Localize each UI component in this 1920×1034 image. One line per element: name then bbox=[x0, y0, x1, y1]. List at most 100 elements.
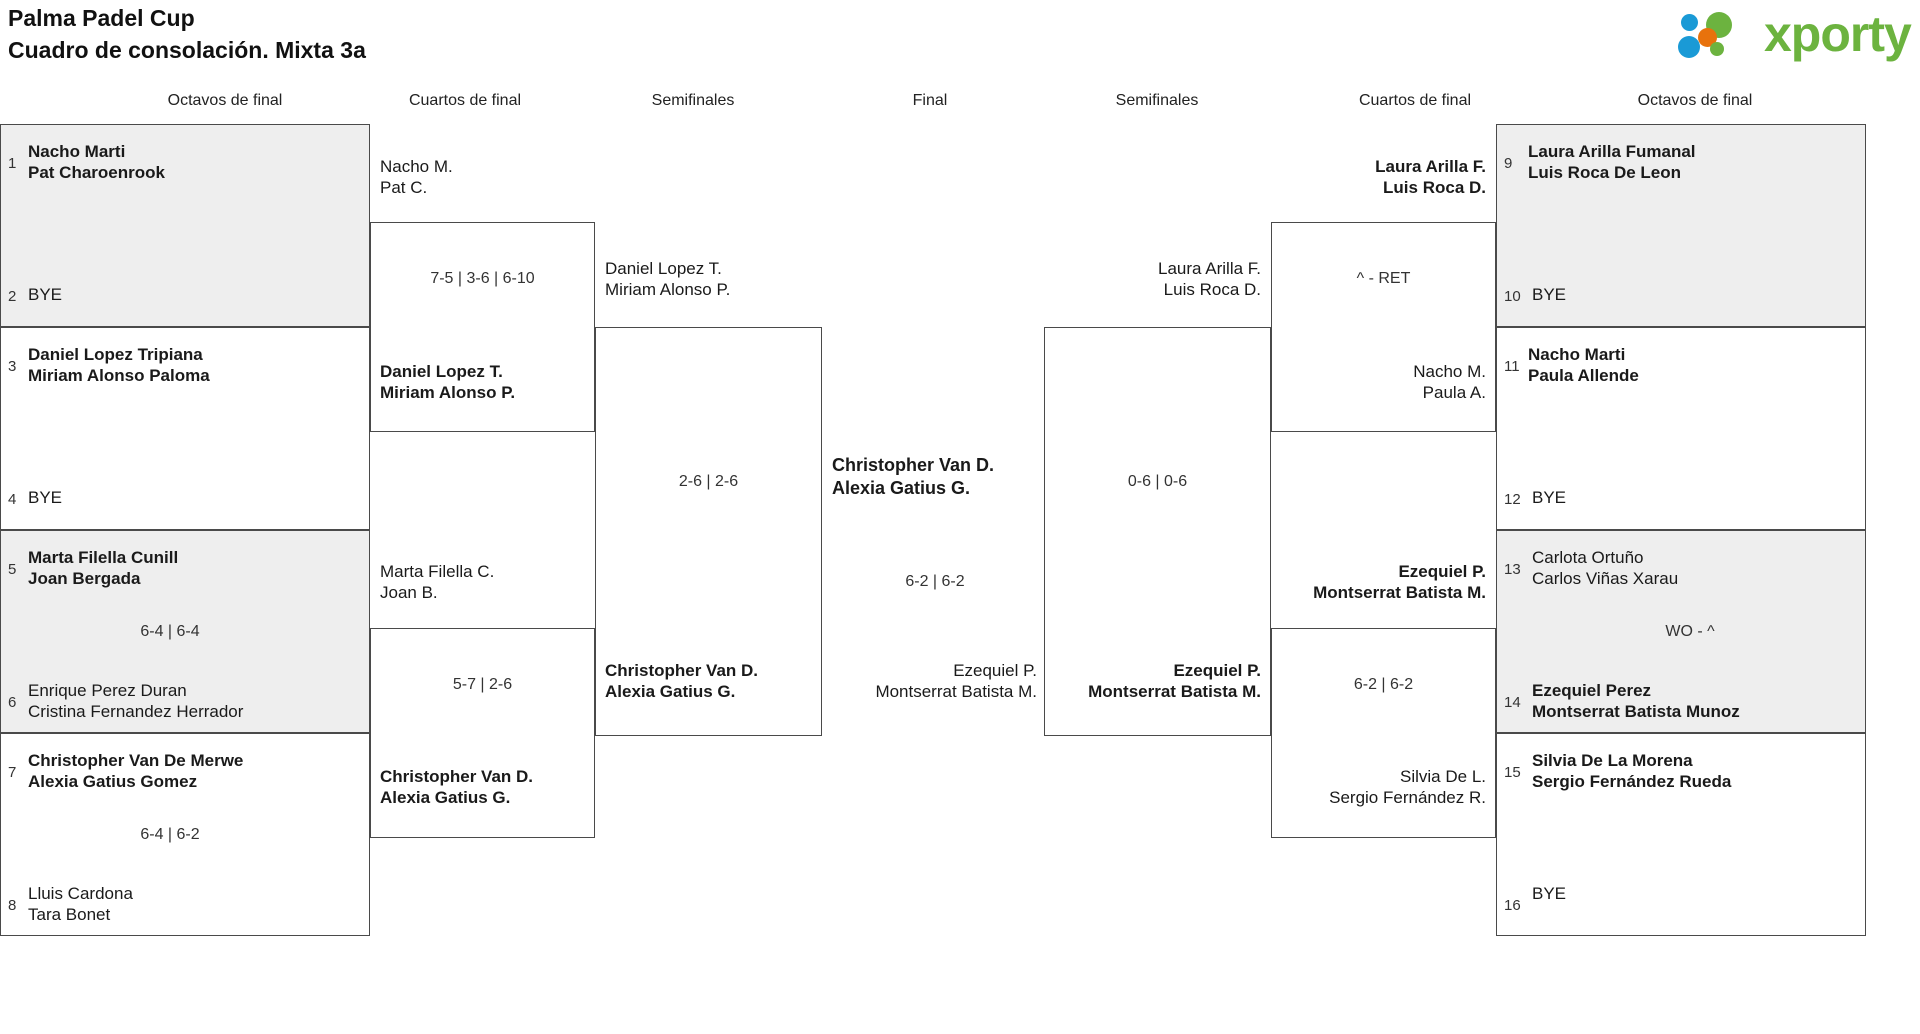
round-header-left-qf: Cuartos de final bbox=[408, 92, 522, 109]
match-4-score: 6-4 | 6-2 bbox=[140, 826, 200, 843]
team-2-line1: BYE bbox=[28, 285, 63, 304]
qf-right-2-top-line2: Montserrat Batista M. bbox=[1313, 583, 1486, 602]
qf-left-2-top-line1: Marta Filella C. bbox=[380, 562, 495, 581]
team-5-line2: Joan Bergada bbox=[28, 569, 141, 588]
match-box-qf-left-2[interactable] bbox=[370, 628, 595, 838]
qf-right-1-top-line1: Laura Arilla F. bbox=[1375, 157, 1486, 176]
team-13-line1: Carlota Ortuño bbox=[1532, 548, 1644, 567]
match-box-1[interactable] bbox=[0, 124, 370, 327]
seed-number-9: 9 bbox=[1504, 155, 1513, 172]
round-header-right-r16: Octavos de final bbox=[1637, 92, 1753, 109]
team-1-line1: Nacho Marti bbox=[28, 142, 126, 161]
team-16-line1: BYE bbox=[1532, 884, 1567, 903]
match-box-qf-right-2[interactable] bbox=[1271, 628, 1496, 838]
final-runnerup-line1: Ezequiel P. bbox=[953, 661, 1037, 680]
match-13-score: WO - ^ bbox=[1665, 623, 1715, 640]
xporty-logo[interactable]: xporty bbox=[1678, 6, 1912, 62]
logo-wordmark: xporty bbox=[1764, 6, 1912, 62]
match-box-qf-left-1[interactable] bbox=[370, 222, 595, 432]
page-title: Palma Padel Cup Cuadro de consolación. M… bbox=[8, 2, 366, 66]
seed-number-2: 2 bbox=[8, 288, 17, 305]
qf-left-1-bot-line1: Daniel Lopez T. bbox=[380, 362, 503, 381]
final-runnerup-line2: Montserrat Batista M. bbox=[875, 682, 1037, 701]
qf-left-2-top-line2: Joan B. bbox=[380, 583, 438, 602]
seed-number-10: 10 bbox=[1504, 288, 1521, 305]
team-15-line2: Sergio Fernández Rueda bbox=[1532, 772, 1732, 791]
qf-right-2-bot-line2: Sergio Fernández R. bbox=[1329, 788, 1486, 807]
qf-right-2-score: 6-2 | 6-2 bbox=[1353, 676, 1414, 693]
team-8-line2: Tara Bonet bbox=[28, 905, 111, 924]
qf-left-1-top-line2: Pat C. bbox=[380, 178, 428, 197]
seed-number-6: 6 bbox=[8, 694, 17, 711]
sf-right-bot-line2: Montserrat Batista M. bbox=[1088, 682, 1261, 701]
sf-left-bot-line1: Christopher Van D. bbox=[605, 661, 759, 680]
sf-right-score: 0-6 | 0-6 bbox=[1127, 473, 1188, 490]
champion-line1: Christopher Van D. bbox=[832, 455, 995, 475]
sf-right-top-line2: Luis Roca D. bbox=[1163, 280, 1261, 299]
match-box-15[interactable] bbox=[1496, 733, 1866, 936]
team-10-line1: BYE bbox=[1532, 285, 1567, 304]
team-7-line1: Christopher Van De Merwe bbox=[28, 751, 244, 770]
qf-left-1-bot-line2: Miriam Alonso P. bbox=[380, 383, 516, 402]
seed-number-14: 14 bbox=[1504, 694, 1521, 711]
qf-right-1-bot-line2: Paula A. bbox=[1422, 383, 1486, 402]
seed-number-11: 11 bbox=[1504, 358, 1520, 375]
team-7-line2: Alexia Gatius Gomez bbox=[28, 772, 198, 791]
sf-left-score: 2-6 | 2-6 bbox=[678, 473, 739, 490]
match-box-2[interactable] bbox=[0, 327, 370, 530]
round-header-right-sf: Semifinales bbox=[1115, 92, 1199, 109]
qf-left-2-bot-line2: Alexia Gatius G. bbox=[380, 788, 511, 807]
team-6-line2: Cristina Fernandez Herrador bbox=[28, 702, 244, 721]
sf-right-top-line1: Laura Arilla F. bbox=[1158, 259, 1261, 278]
final-score: 6-2 | 6-2 bbox=[905, 573, 965, 590]
team-11-line1: Nacho Marti bbox=[1528, 345, 1626, 364]
team-8-line1: Lluis Cardona bbox=[28, 884, 133, 903]
qf-left-2-bot-line1: Christopher Van D. bbox=[380, 767, 534, 786]
seed-number-4: 4 bbox=[8, 491, 17, 508]
sf-left-bot-line2: Alexia Gatius G. bbox=[605, 682, 736, 701]
team-6-line1: Enrique Perez Duran bbox=[28, 681, 187, 700]
match-box-sf-left[interactable] bbox=[595, 327, 822, 736]
team-3-line2: Miriam Alonso Paloma bbox=[28, 366, 210, 385]
round-header-final: Final bbox=[912, 92, 948, 109]
team-9-line2: Luis Roca De Leon bbox=[1528, 163, 1682, 182]
team-11-line2: Paula Allende bbox=[1528, 366, 1639, 385]
champion-line2: Alexia Gatius G. bbox=[832, 478, 971, 498]
seed-number-8: 8 bbox=[8, 897, 17, 914]
qf-left-1-top-line1: Nacho M. bbox=[380, 157, 453, 176]
team-4-line1: BYE bbox=[28, 488, 63, 507]
qf-left-2-score: 5-7 | 2-6 bbox=[452, 676, 513, 693]
round-header-left-r16: Octavos de final bbox=[167, 92, 283, 109]
tournament-name: Palma Padel Cup bbox=[8, 5, 195, 31]
seed-number-12: 12 bbox=[1504, 491, 1521, 508]
qf-right-1-bot-line1: Nacho M. bbox=[1413, 362, 1486, 381]
sf-left-top-line1: Daniel Lopez T. bbox=[605, 259, 722, 278]
team-14-line1: Ezequiel Perez bbox=[1532, 681, 1652, 700]
match-box-9[interactable] bbox=[1496, 124, 1866, 327]
match-box-13[interactable] bbox=[1496, 530, 1866, 733]
seed-number-3: 3 bbox=[8, 358, 17, 375]
team-3-line1: Daniel Lopez Tripiana bbox=[28, 345, 203, 364]
team-5-line1: Marta Filella Cunill bbox=[28, 548, 179, 567]
qf-left-1-score: 7-5 | 3-6 | 6-10 bbox=[430, 270, 535, 287]
match-box-3[interactable] bbox=[0, 530, 370, 733]
team-12-line1: BYE bbox=[1532, 488, 1567, 507]
seed-number-16: 16 bbox=[1504, 897, 1521, 914]
match-box-qf-right-1[interactable] bbox=[1271, 222, 1496, 432]
logo-dots-icon bbox=[1678, 12, 1764, 58]
match-box-sf-right[interactable] bbox=[1044, 327, 1271, 736]
team-14-line2: Montserrat Batista Munoz bbox=[1532, 702, 1740, 721]
team-15-line1: Silvia De La Morena bbox=[1532, 751, 1693, 770]
match-box-4[interactable] bbox=[0, 733, 370, 936]
match-3-score: 6-4 | 6-4 bbox=[140, 623, 200, 640]
match-box-11[interactable] bbox=[1496, 327, 1866, 530]
seed-number-1: 1 bbox=[8, 155, 17, 172]
qf-right-1-top-line2: Luis Roca D. bbox=[1383, 178, 1486, 197]
qf-right-2-bot-line1: Silvia De L. bbox=[1400, 767, 1486, 786]
seed-number-13: 13 bbox=[1504, 561, 1521, 578]
bracket-subtitle: Cuadro de consolación. Mixta 3a bbox=[8, 37, 366, 63]
sf-left-top-line2: Miriam Alonso P. bbox=[605, 280, 731, 299]
qf-right-1-score: ^ - RET bbox=[1356, 270, 1411, 287]
round-header-left-sf: Semifinales bbox=[651, 92, 735, 109]
